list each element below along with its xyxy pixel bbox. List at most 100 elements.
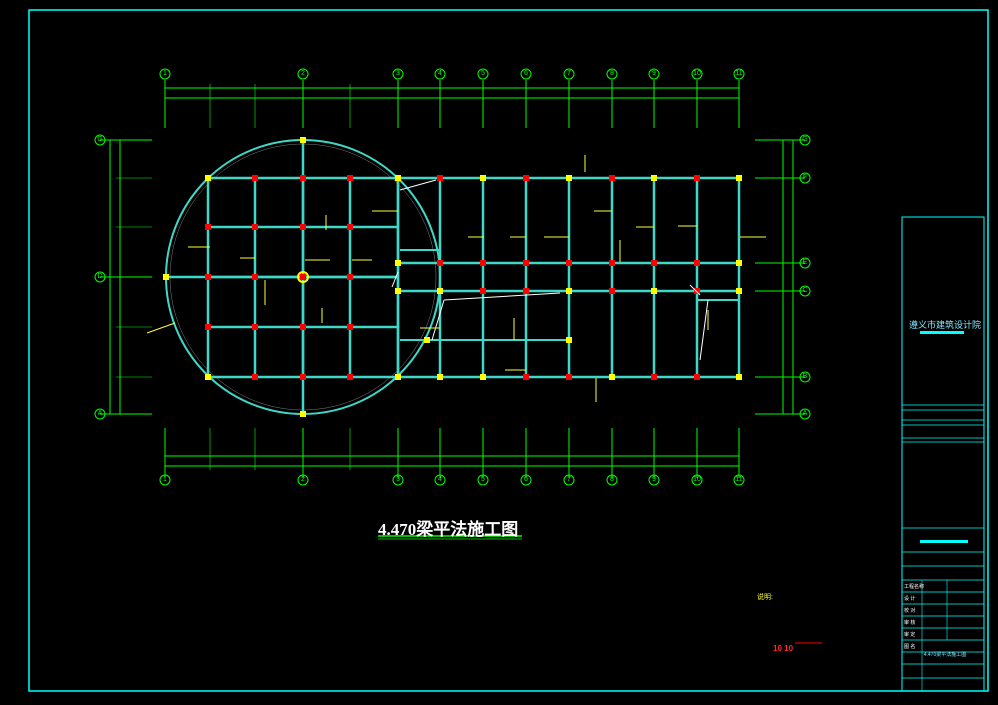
column-red [566,260,572,266]
grid-bubble [648,474,660,486]
leader-line [431,299,445,341]
column-yellow [480,175,486,181]
leader-line [689,284,701,296]
column-red [347,324,353,330]
column-yellow [651,175,657,181]
grid-bubble [799,257,811,269]
column-red [609,175,615,181]
grid-column-label-10: 10 [693,70,701,77]
grid-bubble [477,68,489,80]
grid-bubble [159,474,171,486]
title-block-row-label: 校 对 [904,608,916,614]
column-red [252,324,258,330]
column-yellow [395,175,401,181]
leader-line [399,179,437,191]
leader-line [699,299,709,361]
title-block-bar [920,540,968,543]
grid-column-label-7: 7 [567,70,571,77]
title-block-drawing-name: 4.470梁平法施工图 [923,652,967,658]
grid-column-label-4: 4 [438,70,442,77]
grid-bubble [434,474,446,486]
column-red [609,260,615,266]
title-block-row-label: 审 定 [904,632,916,638]
drawing-title: 4.470梁平法施工图 [378,520,519,539]
title-block-row-label: 审 核 [904,620,916,626]
grid-bubble [392,68,404,80]
grid-column-label-11: 11 [735,476,743,483]
grid-bubble [799,134,811,146]
grid-bubble [520,474,532,486]
leader-line [443,292,561,301]
grid-bubble [392,474,404,486]
title-block-frame [901,216,985,692]
grid-bubble [606,68,618,80]
grid-bubble [733,474,745,486]
grid-column-label-4: 4 [438,476,442,483]
column-yellow [566,337,572,343]
column-yellow [437,288,443,294]
grid-column-label-2: 2 [301,70,305,77]
grid-bubble [297,474,309,486]
grid-row-label-left-A: A [97,410,103,417]
column-red [347,224,353,230]
grid-row-label-right-A: A [802,410,808,417]
grid-column-label-3: 3 [396,476,400,483]
column-red [252,274,258,280]
column-yellow [300,137,306,143]
grid-bubble [799,172,811,184]
grid-row-label-left-G: G [97,136,103,143]
grid-column-label-8: 8 [610,476,614,483]
column-yellow [395,374,401,380]
grid-column-label-6: 6 [524,476,528,483]
column-red [480,288,486,294]
grid-bubble [606,474,618,486]
leader-line [391,271,399,288]
grid-row-label-right-E: E [802,259,808,266]
grid-bubble [434,68,446,80]
column-red [347,374,353,380]
column-yellow [437,374,443,380]
column-red [523,260,529,266]
column-yellow [395,260,401,266]
grid-bubble [691,474,703,486]
outer-frame [28,9,989,692]
grid-column-label-6: 6 [524,70,528,77]
column-red [651,374,657,380]
grid-bubble [94,271,106,283]
grid-bubble [691,68,703,80]
org-underline [920,331,964,334]
grid-bubble [799,408,811,420]
column-yellow [566,288,572,294]
grid-column-label-2: 2 [301,476,305,483]
column-yellow [736,260,742,266]
grid-row-label-right-B: B [802,373,808,380]
column-red [694,175,700,181]
grid-bubble [520,68,532,80]
column-red [437,260,443,266]
grid-bubble [297,68,309,80]
column-red [694,374,700,380]
column-yellow [651,288,657,294]
column-yellow [395,288,401,294]
annotation-mark [146,322,176,334]
center-column [297,271,309,283]
column-yellow [480,374,486,380]
column-red [300,224,306,230]
grid-column-label-5: 5 [481,70,485,77]
column-red [300,274,306,280]
grid-bubble [733,68,745,80]
title-block-row-label: 工程名称 [904,584,925,590]
grid-column-label-11: 11 [735,70,743,77]
column-red [523,288,529,294]
grid-bubble [159,68,171,80]
column-red [300,324,306,330]
column-red [300,374,306,380]
column-red [252,175,258,181]
column-red [651,260,657,266]
column-red [480,260,486,266]
column-yellow [424,337,430,343]
grid-column-label-8: 8 [610,70,614,77]
column-red [347,274,353,280]
column-red [300,175,306,181]
